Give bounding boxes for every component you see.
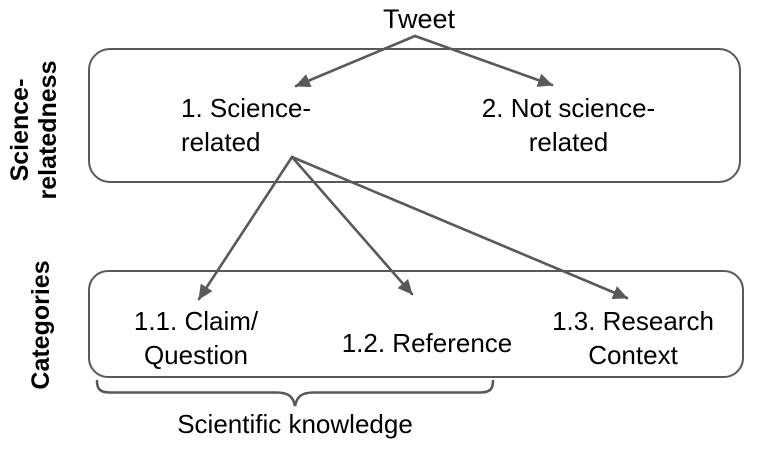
node-research-context: 1.3. Research Context	[552, 306, 714, 370]
node-claim-question: 1.1. Claim/ Question	[133, 306, 259, 370]
scientific-knowledge-brace	[95, 379, 495, 407]
brace-label-scientific-knowledge: Scientific knowledge	[177, 409, 413, 439]
node-reference: 1.2. Reference	[341, 328, 513, 358]
node-not-science-related: 2. Not science- related	[481, 93, 656, 157]
axis-label-science-relatedness: Science- relatedness	[6, 60, 62, 200]
node-science-related: 1. Science- related	[181, 93, 312, 157]
axis-label-categories: Categories	[27, 260, 55, 390]
root-node-tweet: Tweet	[382, 4, 456, 34]
